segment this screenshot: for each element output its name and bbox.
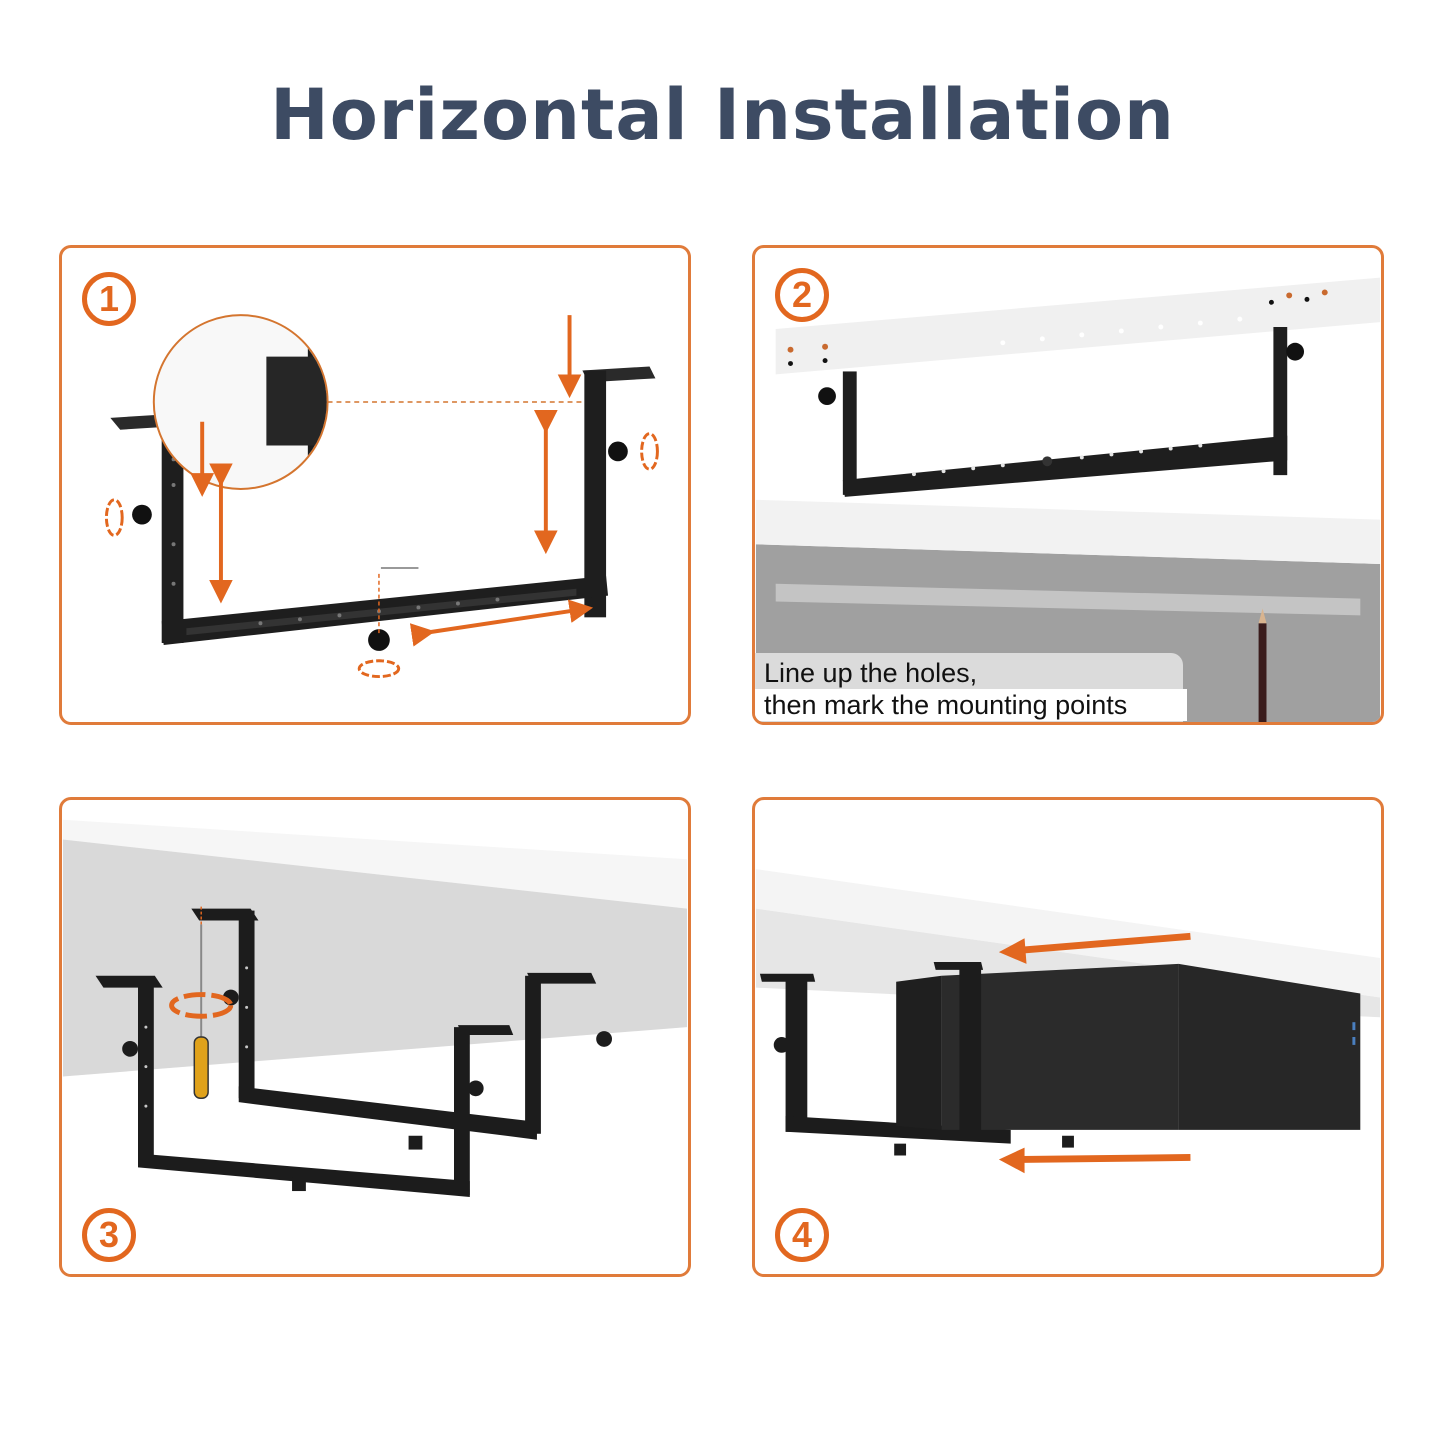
rotate-arrow-icon [104, 432, 659, 679]
adjust-arrows-icon [190, 315, 594, 647]
screwdriver-icon [193, 924, 209, 1099]
step-number-badge: 2 [775, 268, 829, 322]
step-1-panel: 1 [59, 245, 691, 725]
bracket-icon [95, 908, 612, 1197]
bracket-mounting-illustration [62, 819, 688, 1274]
arrowhead-bottom [998, 1147, 1025, 1174]
template-alignment-illustration [755, 277, 1381, 722]
step-3-panel: 3 [59, 797, 691, 1277]
caption-line-1: Line up the holes, [764, 658, 978, 688]
bracket-icon [818, 327, 1305, 497]
step-number-badge: 1 [82, 272, 136, 326]
page-title: Horizontal Installation [270, 74, 1175, 156]
pencil-icon [1258, 608, 1267, 722]
bracket-icon [759, 973, 1074, 1156]
step-4-panel: 4 [752, 797, 1384, 1277]
template-strip-icon [775, 277, 1381, 375]
mounted-bracket-icon [933, 961, 984, 1138]
caption-line-2: then mark the mounting points [755, 689, 1187, 721]
template-strip-on-desk [775, 583, 1361, 616]
bracket-adjustment-illustration [104, 314, 659, 679]
step-caption: Line up the holes, then mark the mountin… [755, 653, 1187, 722]
magnify-detail-icon [152, 314, 329, 490]
step-number-badge: 4 [775, 1208, 829, 1262]
step-2-panel: 2 Line up the holes, then mark the mount… [752, 245, 1384, 725]
knob-icon [132, 441, 628, 651]
bracket-icon [110, 366, 656, 645]
arrowhead-top [998, 938, 1027, 964]
rotate-arrow-icon [169, 992, 234, 1019]
pc-case-icon [896, 963, 1361, 1130]
pc-case-slide-in-illustration [755, 869, 1381, 1274]
step-number-badge: 3 [82, 1208, 136, 1262]
slide-left-arrow-icon [1022, 932, 1191, 1163]
